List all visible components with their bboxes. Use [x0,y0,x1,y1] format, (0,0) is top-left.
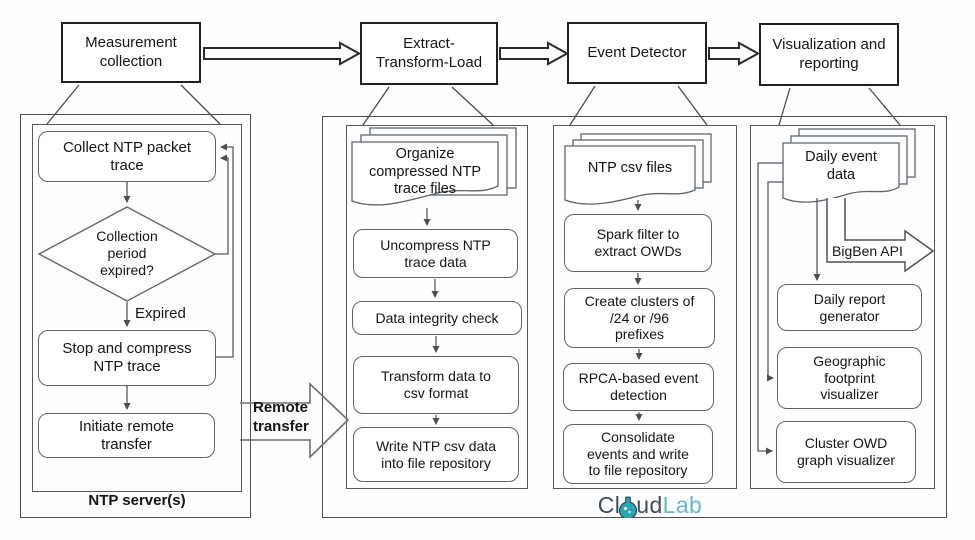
logo-text-cl: Cl [597,492,621,518]
step-transform-csv: Transform data to csv format [353,356,519,414]
flask-icon [619,496,638,518]
ntp-server-container [32,124,242,492]
visualization-column [750,125,935,489]
step-create-clusters: Create clusters of /24 or /96 prefixes [564,288,715,348]
step-rpca-detection: RPCA-based event detection [563,363,714,411]
decision-diamond-label: Collection period expired? [96,228,158,279]
remote-transfer-label: Remote transfer [253,399,309,435]
step-uncompress: Uncompress NTP trace data [353,229,518,278]
step-consolidate-events: Consolidate events and write to file rep… [563,424,713,484]
cloudlab-outer-container [322,116,947,518]
measurement-outer-container [20,114,251,518]
step-write-csv: Write NTP csv data into file repository [353,427,519,482]
stage-measurement-collection: Measurement collection [61,22,201,83]
event-document-label: NTP csv files [587,160,673,176]
ntp-servers-label: NTP server(s) [88,492,186,509]
step-stop-compress: Stop and compress NTP trace [38,330,216,386]
bigben-api-label: BigBen API [832,243,903,259]
step-data-integrity: Data integrity check [352,301,522,335]
block-arrow-etl-to-detector [499,41,570,66]
step-collect-ntp-trace: Collect NTP packet trace [38,131,216,182]
stage-visualization-reporting: Visualization and reporting [759,23,899,86]
step-initiate-transfer: Initiate remote transfer [38,413,215,458]
stage-event-detector: Event Detector [567,22,707,84]
stage-extract-transform-load: Extract- Transform-Load [360,22,498,85]
logo-text-ud: ud [636,492,663,518]
step-daily-report: Daily report generator [777,284,922,331]
step-geographic-visualizer: Geographic footprint visualizer [777,347,922,409]
cloudlab-logo: Cl ud Lab [584,492,716,519]
decision-result-label: Expired [135,305,186,322]
step-spark-filter: Spark filter to extract OWDs [564,214,712,272]
step-cluster-owd-visualizer: Cluster OWD graph visualizer [776,421,916,483]
block-arrow-measurement-to-etl [203,41,362,66]
block-arrow-detector-to-viz [708,41,761,66]
viz-document-label: Daily event data [805,149,877,183]
etl-column [346,125,528,489]
logo-text-lab: Lab [662,492,703,518]
event-detector-column [553,125,737,489]
etl-document-label: Organize compressed NTP trace files [368,146,481,198]
